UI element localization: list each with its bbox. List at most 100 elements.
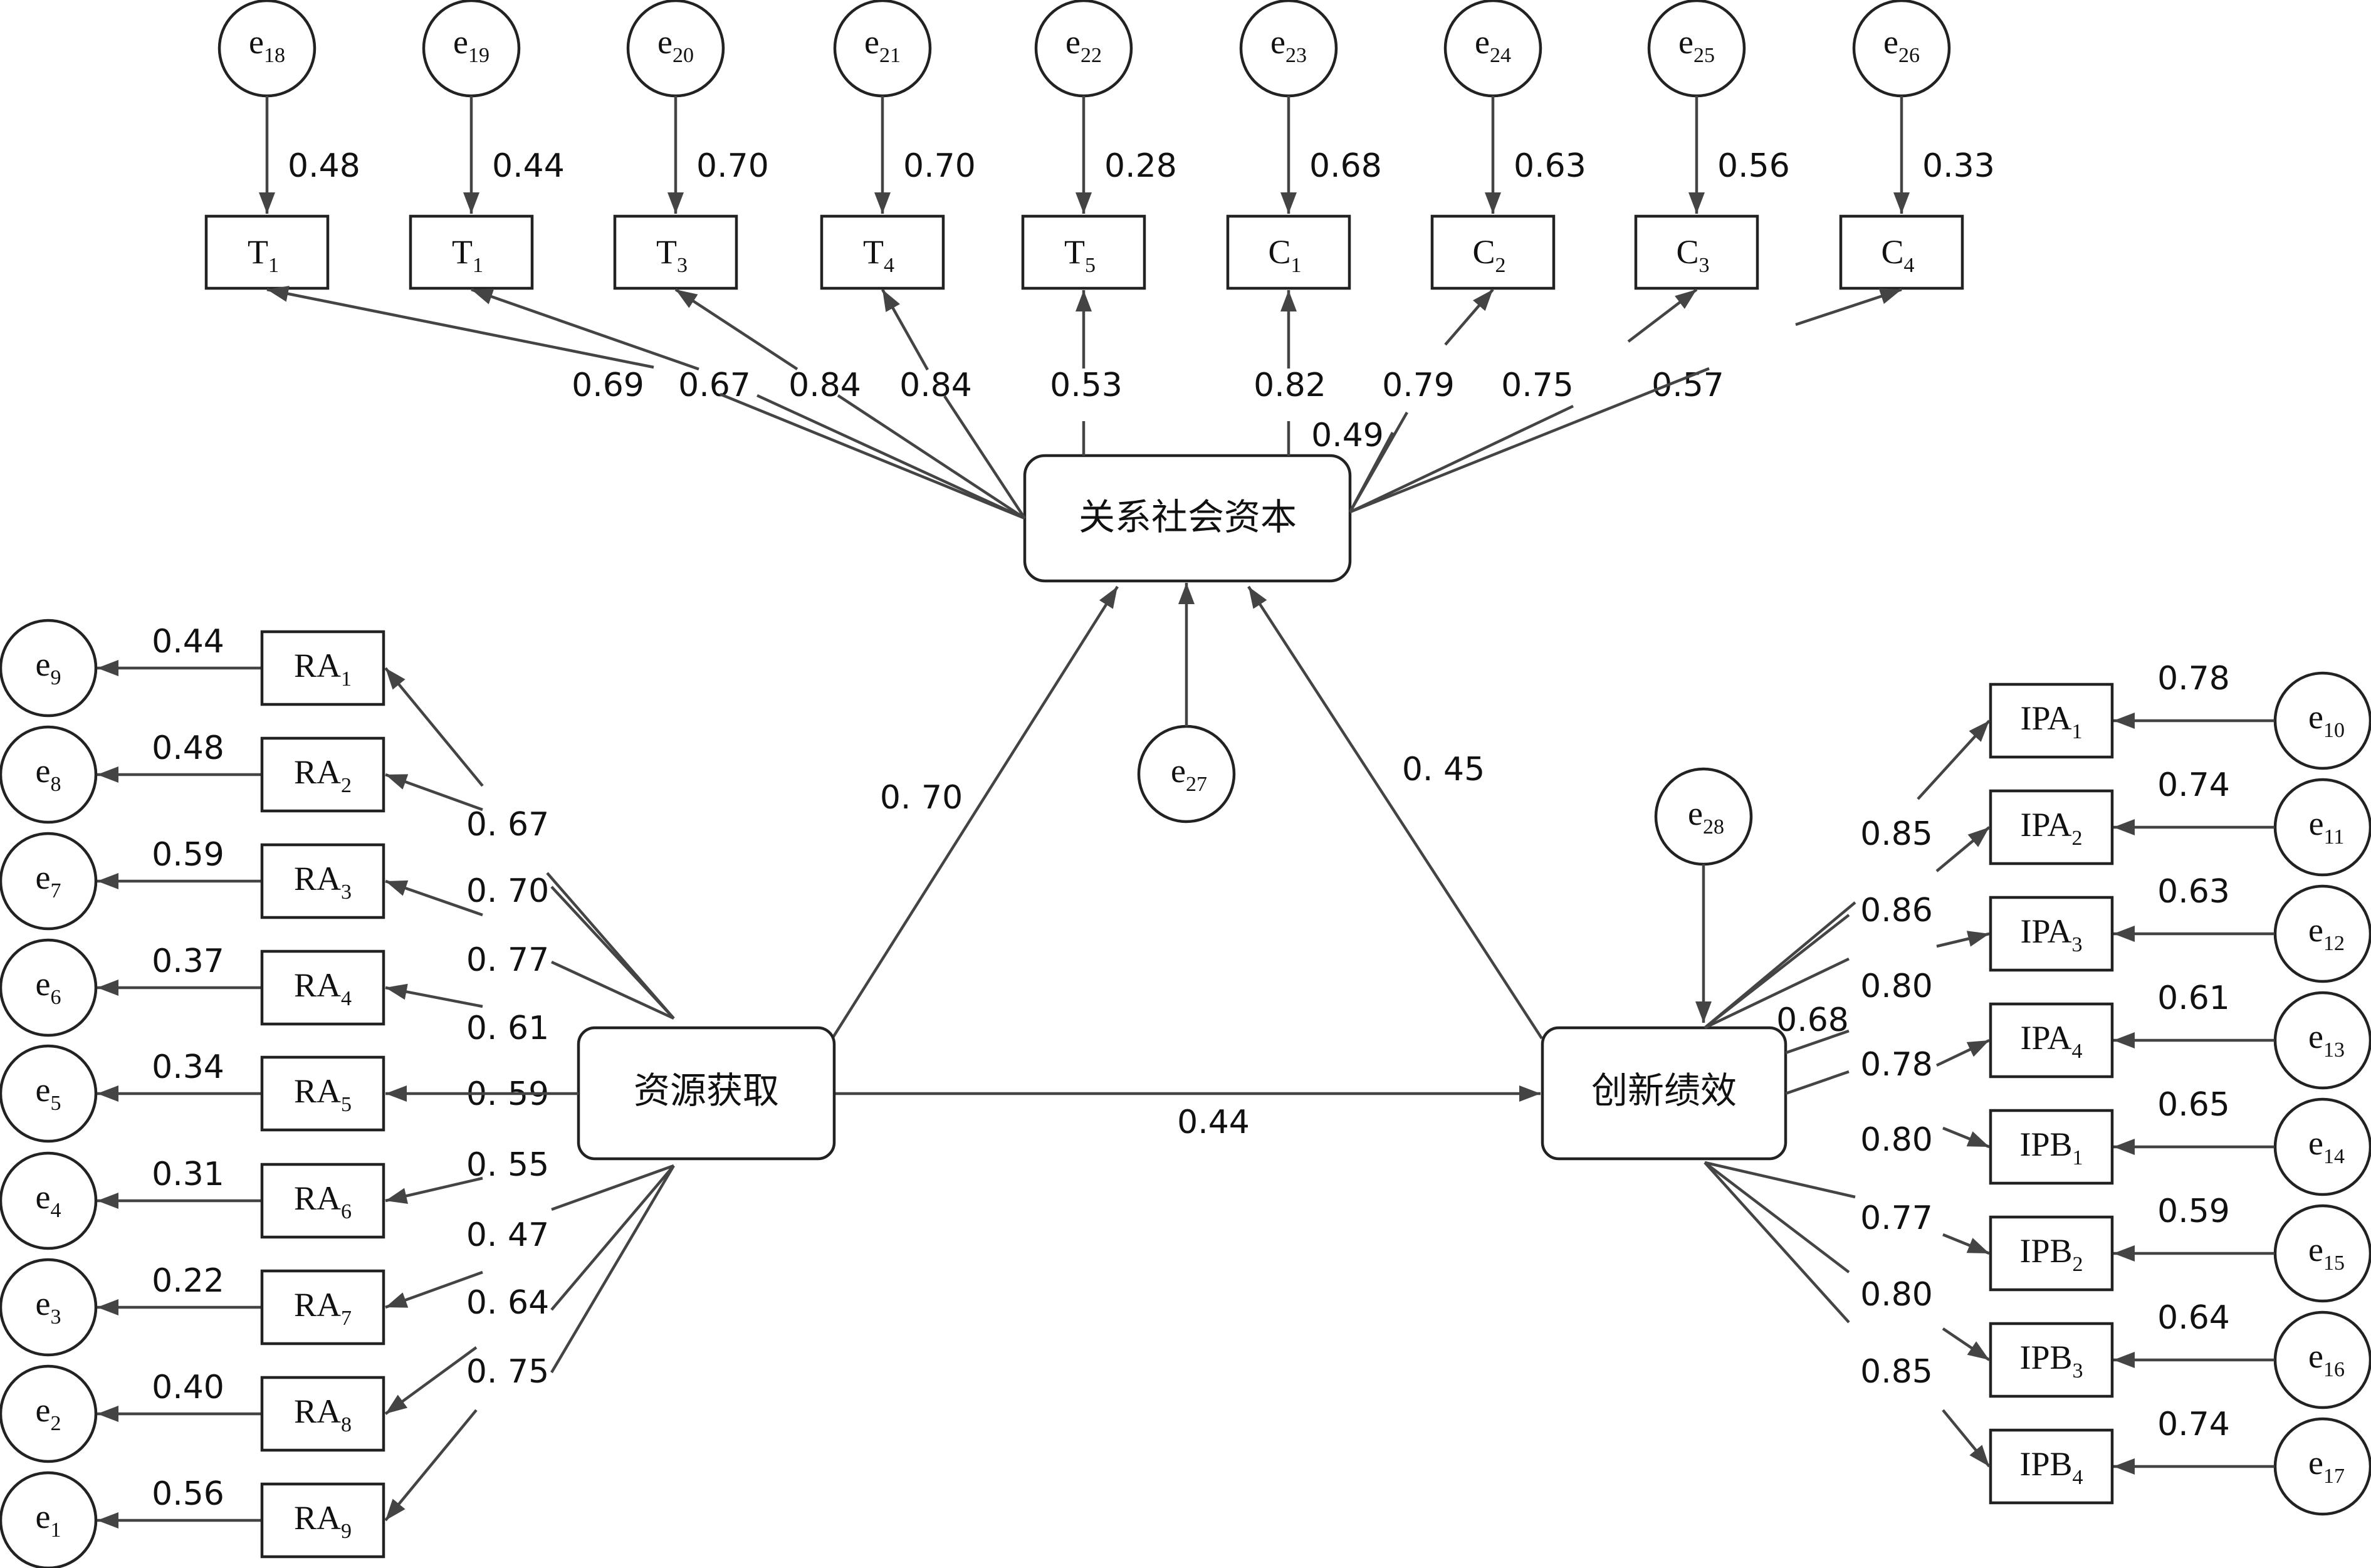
indicator-label-T1-1: T1: [452, 233, 483, 277]
error-weight-e23: 0.68: [1309, 147, 1382, 185]
error-weight-e10: 0.78: [2157, 660, 2230, 698]
loading-line-seg-a-innov-4: [1785, 1029, 1850, 1055]
error-weight-e7: 0.59: [152, 836, 224, 874]
indicator-label-RA7: RA7: [294, 1286, 352, 1330]
error-label-e15: e15: [2308, 1231, 2345, 1275]
error-circle-e7: [0, 832, 98, 931]
indicator-label-IPA4: IPA4: [2020, 1019, 2082, 1063]
error-weight-e11: 0.74: [2157, 766, 2230, 804]
error-weight-e18: 0.48: [288, 147, 360, 185]
indicator-box-IPB3: [1989, 1322, 2114, 1398]
disturbance-label-e28: e28: [1688, 795, 1724, 839]
indicator-box-T5-4: [1021, 214, 1146, 290]
loading-line-seg-b-1: [471, 288, 699, 371]
loading-label-IPA3: 0.80: [1860, 968, 1933, 1005]
error-label-e10: e10: [2308, 698, 2345, 742]
loading-label-T3-2: 0.84: [788, 367, 861, 404]
loading-label-IPA4: 0.78: [1860, 1046, 1933, 1084]
loading-line-seg-a-RA3: [551, 960, 674, 1020]
error-circle-e5: [0, 1044, 98, 1143]
indicator-box-IPA4: [1989, 1002, 2114, 1079]
indicator-label-RA3: RA3: [294, 860, 352, 904]
loading-label-C1-5: 0.82: [1254, 367, 1326, 404]
error-weight-e15: 0.59: [2157, 1193, 2230, 1230]
loading-label-IPB2: 0.77: [1860, 1200, 1933, 1237]
error-weight-e14: 0.65: [2157, 1086, 2230, 1124]
loading-label-RA4: 0. 61: [466, 1010, 549, 1047]
indicator-label-T1-0: T1: [248, 233, 279, 277]
error-circle-e15: [2273, 1204, 2371, 1303]
indicator-box-RA3: [260, 843, 385, 919]
indicator-box-IPB4: [1989, 1428, 2114, 1505]
indicator-box-RA5: [260, 1055, 385, 1132]
indicator-label-RA2: RA2: [294, 753, 352, 797]
indicator-box-RA7: [260, 1269, 385, 1346]
error-label-e17: e17: [2308, 1444, 2345, 1488]
error-label-e25: e25: [1678, 23, 1715, 67]
loading-line-seg-a-1: [756, 394, 1025, 520]
error-weight-e8: 0.48: [152, 729, 224, 767]
indicator-label-IPB1: IPB1: [2019, 1126, 2083, 1169]
latent-innovation-performance-label: 创新绩效: [1591, 1069, 1737, 1112]
indicator-box-RA6: [260, 1163, 385, 1239]
error-weight-e16: 0.64: [2157, 1299, 2230, 1337]
indicator-box-RA2: [260, 736, 385, 813]
loading-label-RA8: 0. 64: [466, 1284, 549, 1322]
indicator-box-IPA2: [1989, 789, 2114, 865]
path-resource-to-social: [831, 585, 1119, 1040]
error-weight-e2: 0.40: [152, 1369, 224, 1406]
loading-line-seg-a-RA9: [550, 1164, 675, 1374]
loading-line-seg-a-2: [837, 394, 1026, 520]
indicator-label-RA9: RA9: [294, 1499, 352, 1543]
loading-line-seg-b-RA1: [384, 667, 484, 787]
loading-line-seg-b-innov-8: [1942, 1409, 1991, 1468]
error-weight-e20: 0.70: [696, 147, 769, 185]
indicator-box-C1-5: [1226, 214, 1351, 290]
loading-line-seg-a-RA8: [550, 1164, 675, 1311]
error-label-e19: e19: [453, 23, 489, 67]
loading-line-seg-a-innov-2: [1704, 914, 1850, 1029]
indicator-box-T1-1: [409, 214, 534, 290]
error-label-e22: e22: [1065, 23, 1102, 67]
loading-line-seg-b-innov-5: [1942, 1126, 1990, 1149]
indicator-label-T3-2: T3: [656, 233, 688, 277]
loading-line-seg-b-RA9: [384, 1409, 478, 1522]
error-circle-e11: [2273, 778, 2371, 877]
loading-line-seg-a-innov-5: [1785, 1070, 1850, 1095]
error-weight-e12: 0.63: [2157, 873, 2230, 911]
indicator-label-IPB3: IPB3: [2019, 1339, 2083, 1382]
loading-line-seg-b-innov-3: [1936, 931, 1990, 948]
indicator-box-RA8: [260, 1376, 385, 1452]
loading-line-seg-b-RA2: [385, 773, 483, 812]
indicator-box-IPA3: [1989, 896, 2114, 972]
error-label-e6: e6: [36, 965, 61, 1009]
indicator-label-T4-3: T4: [863, 233, 894, 277]
error-label-e4: e4: [36, 1178, 61, 1222]
loading-line-seg-a-RA7: [551, 1164, 674, 1211]
error-circle-e8: [0, 725, 98, 824]
indicator-box-IPB1: [1989, 1109, 2114, 1185]
error-circle-e3: [0, 1258, 98, 1357]
loading-label-C4-8: 0.57: [1651, 367, 1724, 404]
error-weight-e9: 0.44: [152, 623, 224, 661]
loading-line-seg-b-3: [881, 288, 929, 371]
loading-line-seg-a-3: [943, 395, 1026, 520]
error-label-e26: e26: [1883, 23, 1920, 67]
loading-line-seg-b-innov-6: [1942, 1233, 1990, 1255]
loading-line-seg-b-RA6: [385, 1176, 483, 1204]
loading-label-T1-0: 0.69: [572, 367, 644, 404]
indicator-label-IPA2: IPA2: [2020, 806, 2082, 850]
error-circle-e10: [2273, 671, 2371, 770]
indicator-box-C4-8: [1839, 214, 1964, 290]
error-weight-e5: 0.34: [152, 1048, 224, 1086]
error-label-e14: e14: [2308, 1124, 2345, 1168]
loading-line-seg-b-RA8: [384, 1346, 478, 1415]
path-innovation-to-social: [1247, 585, 1543, 1040]
error-label-e12: e12: [2308, 911, 2345, 955]
indicator-label-RA5: RA5: [294, 1072, 352, 1116]
error-label-e23: e23: [1270, 23, 1307, 67]
error-weight-e13: 0.61: [2157, 980, 2230, 1017]
coef-innovation-to-social: 0. 45: [1402, 751, 1485, 788]
loading-label-RA9: 0. 75: [466, 1353, 549, 1391]
